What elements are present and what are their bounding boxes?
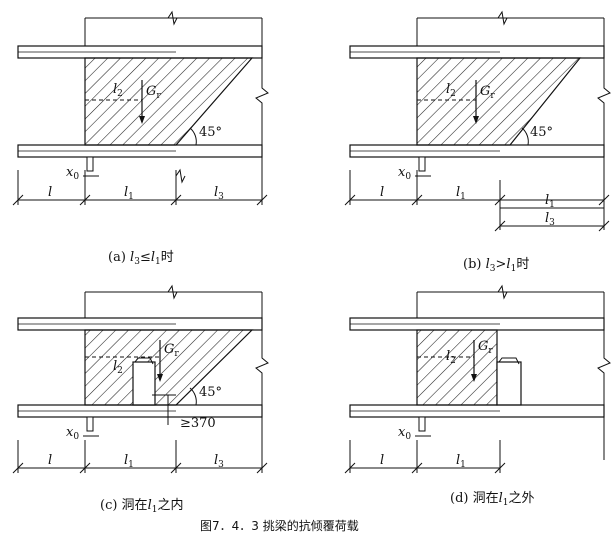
angle-label-b: 45° [530,125,553,140]
caption-d: (d) 洞在l1之外 [450,491,535,508]
panel-c: l2 Gr 45° ≥370 x0 l l1 l3 (c) 洞在l1之内 [12,284,269,515]
x0-label-b: x0 [398,165,411,182]
l2-label-d: l2 [446,349,456,366]
gr-label-d: Gr [478,339,493,356]
l-label-d: l [380,453,384,468]
gr-label-a: Gr [146,84,161,101]
angle-label-a: 45° [199,125,222,140]
l-label-b: l [380,185,384,200]
x0-label-c: x0 [66,425,79,442]
figure-title: 图7．4．3 挑梁的抗倾覆荷载 [200,518,359,533]
gr-label-c: Gr [164,342,179,359]
panel-b: l2 Gr 45° x0 l l1 l1 l3 (b) l3>l1时 [344,10,611,274]
l1-label-a: l1 [124,185,134,202]
hatched-wall-d [416,329,498,406]
opening-d [496,361,522,406]
panel-d: l2 Gr x0 l l1 (d) 洞在l1之外 [344,284,611,508]
caption-b: (b) l3>l1时 [463,257,529,274]
gr-label-b: Gr [480,84,495,101]
l1-label-c: l1 [124,453,134,470]
l-label-a: l [48,185,52,200]
l2-label-c: l2 [113,359,123,376]
l2-label-b: l2 [446,82,456,99]
l1-label-d: l1 [456,453,466,470]
l1-right-label-b: l1 [545,193,555,210]
min-dim-label-c: ≥370 [180,416,216,431]
hatched-wall-a [84,57,254,146]
l3-label-b: l3 [545,211,555,228]
hatched-wall-b [416,57,582,146]
caption-c: (c) 洞在l1之内 [100,497,183,515]
l2-label-a: l2 [113,82,123,99]
l3-label-a: l3 [214,185,224,202]
x0-label-d: x0 [398,425,411,442]
l-label-c: l [48,453,52,468]
l1-label-b: l1 [456,185,466,202]
opening-c [132,361,156,406]
panel-a: l2 Gr 45° x0 l l1 l3 (a) l3≤l1时 [12,10,269,267]
l3-label-c: l3 [214,453,224,470]
angle-label-c: 45° [199,385,222,400]
x0-label-a: x0 [66,165,79,182]
caption-a: (a) l3≤l1时 [108,250,174,267]
